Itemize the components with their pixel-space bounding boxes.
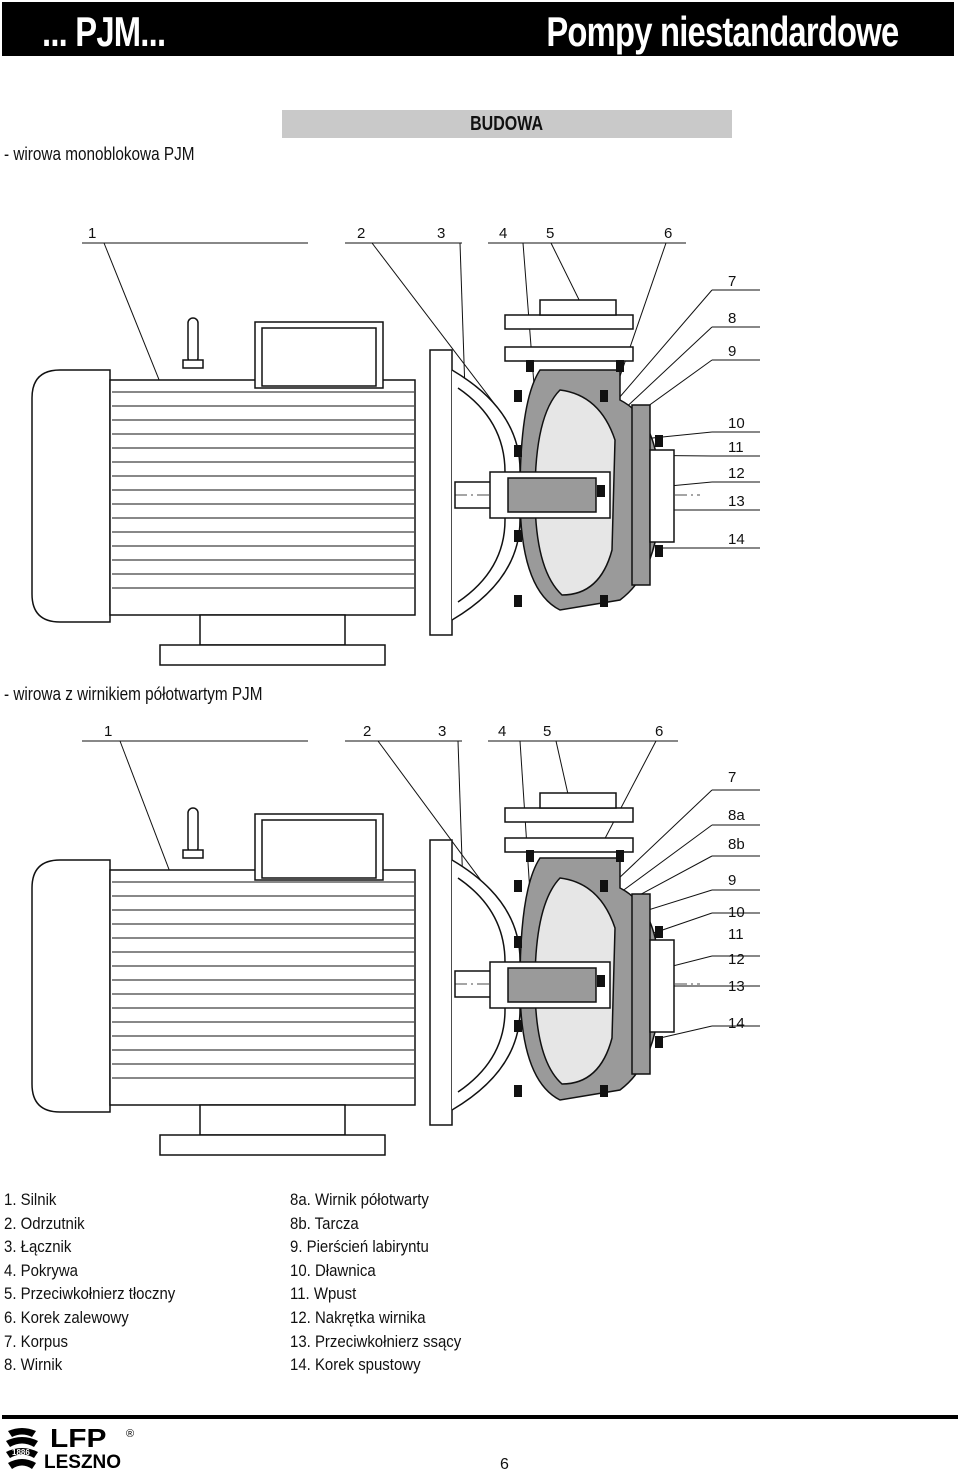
bolt bbox=[597, 975, 605, 987]
bolt bbox=[514, 1020, 522, 1032]
bolt bbox=[514, 390, 522, 402]
bolt bbox=[514, 595, 522, 607]
bolt bbox=[600, 880, 608, 892]
part-number-label: 9 bbox=[728, 343, 736, 360]
part-number-label: 10 bbox=[728, 415, 745, 432]
bolt bbox=[514, 1085, 522, 1097]
bolt bbox=[655, 926, 663, 938]
bolt bbox=[600, 595, 608, 607]
legend-item: 8. Wirnik bbox=[4, 1355, 63, 1375]
legend-item: 13. Przeciwkołnierz ssący bbox=[290, 1331, 462, 1351]
logo-year: 1886 bbox=[12, 1448, 30, 1457]
legend-item: 8b. Tarcza bbox=[290, 1213, 359, 1233]
bolt bbox=[514, 936, 522, 948]
legend-item: 7. Korpus bbox=[4, 1331, 69, 1351]
part-number-label: 11 bbox=[728, 926, 744, 943]
part-number-label: 12 bbox=[728, 465, 745, 482]
legend-item: 8a. Wirnik półotwarty bbox=[290, 1190, 429, 1209]
part-number-label: 2 bbox=[357, 225, 365, 242]
legend-item: 4. Pokrywa bbox=[4, 1260, 79, 1280]
legend-right: 8a. Wirnik półotwarty 8b. Tarcza 9. Pier… bbox=[290, 1188, 461, 1377]
part-number-label: 8 bbox=[728, 310, 736, 327]
legend-item: 12. Nakrętka wirnika bbox=[290, 1307, 426, 1327]
part-number-label: 4 bbox=[499, 225, 507, 242]
bolt bbox=[514, 530, 522, 542]
part-number-label: 7 bbox=[728, 769, 736, 786]
part-number-label: 7 bbox=[728, 273, 736, 290]
header-right-title: Pompy niestandardowe bbox=[545, 8, 899, 55]
part-number-label: 11 bbox=[728, 439, 744, 456]
legend-item: 10. Dławnica bbox=[290, 1260, 376, 1280]
bolt bbox=[597, 485, 605, 497]
footer-rule bbox=[2, 1415, 958, 1419]
bolt bbox=[600, 1085, 608, 1097]
lfp-leszno-logo: 1886 LFP LESZNO ® bbox=[6, 1425, 134, 1471]
section2-title: - wirowa z wirnikiem półotwartym PJM bbox=[4, 684, 263, 704]
part-number-label: 2 bbox=[363, 723, 371, 740]
part-number-label: 12 bbox=[728, 951, 745, 968]
section1-title: - wirowa monoblokowa PJM bbox=[4, 144, 195, 164]
bolt bbox=[655, 545, 663, 557]
part-number-label: 4 bbox=[498, 723, 506, 740]
budowa-label: BUDOWA bbox=[470, 113, 544, 135]
bolt bbox=[616, 850, 624, 862]
page-header: ... PJM... Pompy niestandardowe bbox=[2, 2, 954, 56]
legend-item: 14. Korek spustowy bbox=[290, 1355, 421, 1375]
bolt bbox=[526, 360, 534, 372]
bolt bbox=[600, 390, 608, 402]
part-number-label: 1 bbox=[104, 723, 112, 740]
part-number-label: 6 bbox=[664, 225, 672, 242]
part-number-label: 14 bbox=[728, 1015, 745, 1032]
legend-left: 1. Silnik 2. Odrzutnik 3. Łącznik 4. Pok… bbox=[4, 1188, 175, 1377]
legend-item: 6. Korek zalewowy bbox=[4, 1307, 129, 1327]
part-number-label: 8a bbox=[728, 807, 745, 824]
legend-item: 9. Pierścień labiryntu bbox=[290, 1237, 429, 1257]
legend-item: 2. Odrzutnik bbox=[4, 1213, 85, 1233]
part-number-label: 5 bbox=[543, 723, 551, 740]
part-number-label: 14 bbox=[728, 531, 745, 548]
legend-item: 5. Przeciwkołnierz tłoczny bbox=[4, 1284, 176, 1304]
legend-item: 1. Silnik bbox=[4, 1190, 57, 1209]
logo-brand: LFP bbox=[50, 1425, 106, 1453]
logo-city: LESZNO bbox=[44, 1452, 121, 1471]
part-number-label: 3 bbox=[437, 225, 445, 242]
bolt bbox=[526, 850, 534, 862]
bolt bbox=[616, 360, 624, 372]
part-number-label: 6 bbox=[655, 723, 663, 740]
legend-item: 11. Wpust bbox=[290, 1284, 357, 1304]
part-number-label: 13 bbox=[728, 493, 745, 510]
part-number-label: 9 bbox=[728, 872, 736, 889]
bolt bbox=[514, 445, 522, 457]
part-number-label: 5 bbox=[546, 225, 554, 242]
part-number-label: 3 bbox=[438, 723, 446, 740]
bolt bbox=[655, 435, 663, 447]
legend-item: 3. Łącznik bbox=[4, 1237, 72, 1257]
logo-registered: ® bbox=[126, 1428, 134, 1440]
page-number: 6 bbox=[500, 1456, 509, 1473]
budowa-banner: BUDOWA bbox=[282, 110, 732, 138]
bolt bbox=[514, 880, 522, 892]
part-number-label: 8b bbox=[728, 836, 745, 853]
bolt bbox=[655, 1036, 663, 1048]
part-number-label: 1 bbox=[88, 225, 96, 242]
header-left-title: ... PJM... bbox=[42, 8, 166, 55]
